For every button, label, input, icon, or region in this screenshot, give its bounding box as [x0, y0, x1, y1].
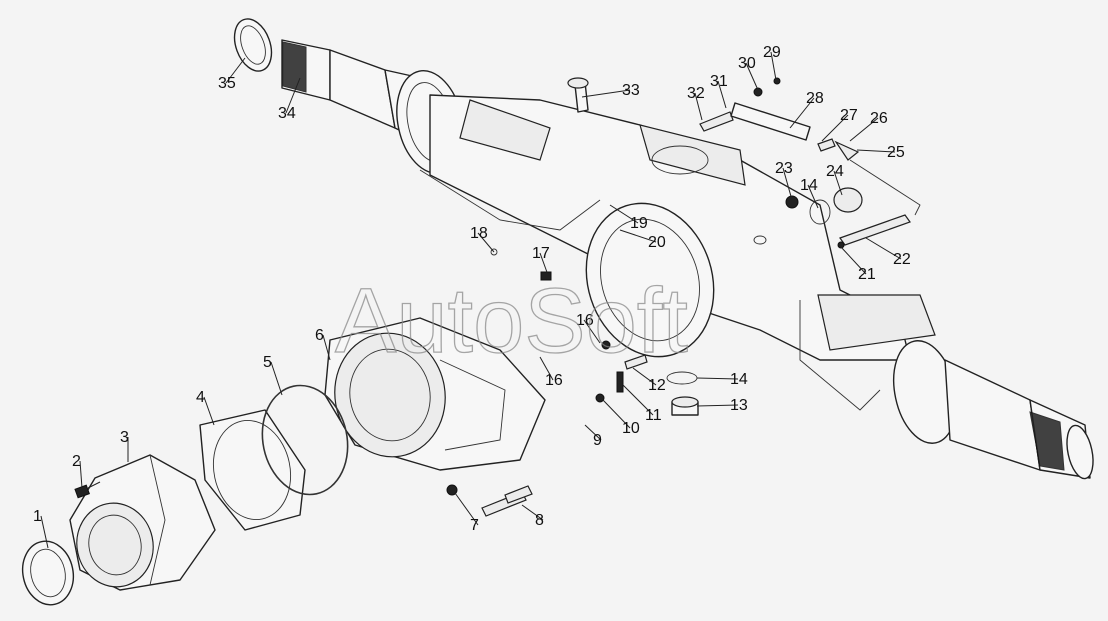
callout-7: 7 — [470, 517, 479, 534]
hardware-parts — [446, 77, 921, 517]
callout-34: 34 — [278, 105, 296, 122]
callout-31: 31 — [710, 73, 728, 90]
callout-18: 18 — [470, 225, 488, 242]
leader-line-10 — [602, 399, 631, 429]
o-ring-part-5 — [261, 384, 349, 496]
leader-line-11 — [622, 384, 654, 416]
leader-line-7 — [454, 492, 479, 526]
callout-22: 22 — [893, 251, 911, 268]
leader-line-26 — [849, 117, 879, 142]
leader-line-34 — [285, 77, 301, 114]
callout-23: 23 — [775, 160, 793, 177]
callout-24: 24 — [826, 163, 844, 180]
callout-27: 27 — [840, 107, 858, 124]
left-axle-spindle — [233, 18, 464, 174]
leader-line-33 — [581, 89, 631, 98]
leader-line-20 — [619, 229, 657, 243]
leader-line-12 — [632, 367, 657, 386]
leader-line-21 — [840, 246, 867, 275]
gasket-part-4 — [199, 409, 306, 531]
callout-32: 32 — [687, 85, 705, 102]
leader-line-14 — [696, 377, 739, 380]
leader-line-31 — [717, 80, 727, 109]
callout-21: 21 — [858, 266, 876, 283]
callout-5: 5 — [263, 354, 272, 371]
callout-12: 12 — [648, 377, 666, 394]
callout-19: 19 — [630, 215, 648, 232]
callout-28: 28 — [806, 90, 824, 107]
leader-line-16 — [539, 356, 554, 381]
leader-line-8 — [521, 504, 544, 521]
callout-6: 6 — [315, 327, 324, 344]
leader-line-35 — [225, 57, 246, 84]
callout-3: 3 — [120, 429, 129, 446]
callout-26: 26 — [870, 110, 888, 127]
leader-line-29 — [770, 51, 777, 81]
leader-line-14 — [807, 184, 819, 209]
leader-line-18 — [477, 232, 495, 253]
leader-line-9 — [584, 424, 602, 441]
callout-10: 10 — [622, 420, 640, 437]
seal-part-1 — [21, 540, 75, 606]
callout-33: 33 — [622, 82, 640, 99]
callout-13: 13 — [730, 397, 748, 414]
leader-line-19 — [609, 204, 639, 224]
callout-16: 16 — [576, 312, 594, 329]
leader-line-5 — [270, 361, 283, 396]
leader-line-28 — [789, 97, 815, 129]
callout-35: 35 — [218, 75, 236, 92]
leader-line-4 — [203, 396, 215, 426]
callout-29: 29 — [763, 44, 781, 61]
leader-line-27 — [821, 114, 849, 142]
leader-line-16 — [583, 319, 601, 344]
callout-14: 14 — [730, 371, 748, 388]
leader-line-24 — [833, 170, 843, 196]
leader-line-2 — [79, 460, 83, 489]
differential-carrier — [324, 317, 546, 471]
callout-2: 2 — [72, 453, 81, 470]
callout-25: 25 — [887, 144, 905, 161]
leader-line-23 — [782, 167, 793, 201]
leader-line-13 — [696, 404, 739, 407]
bearing-housing-part-3 — [69, 454, 216, 591]
callout-20: 20 — [648, 234, 666, 251]
callout-30: 30 — [738, 55, 756, 72]
bolt-part-2 — [74, 481, 101, 499]
leader-line-25 — [856, 149, 896, 153]
callout-1: 1 — [33, 508, 42, 525]
axle-housing — [419, 94, 936, 411]
watermark-text: AutoSoft — [335, 270, 688, 372]
leader-lines — [40, 51, 902, 549]
callout-11: 11 — [645, 407, 662, 424]
callout-14: 14 — [800, 177, 818, 194]
callout-9: 9 — [593, 432, 602, 449]
leader-line-22 — [865, 237, 902, 260]
leader-line-1 — [40, 515, 49, 549]
callout-16: 16 — [545, 372, 563, 389]
leader-line-30 — [745, 62, 759, 91]
callout-8: 8 — [535, 512, 544, 529]
callout-17: 17 — [532, 245, 550, 262]
leader-line-32 — [694, 92, 703, 121]
right-axle-spindle — [893, 340, 1094, 480]
leader-line-6 — [322, 334, 331, 361]
callout-4: 4 — [196, 389, 205, 406]
leader-line-17 — [539, 252, 549, 276]
